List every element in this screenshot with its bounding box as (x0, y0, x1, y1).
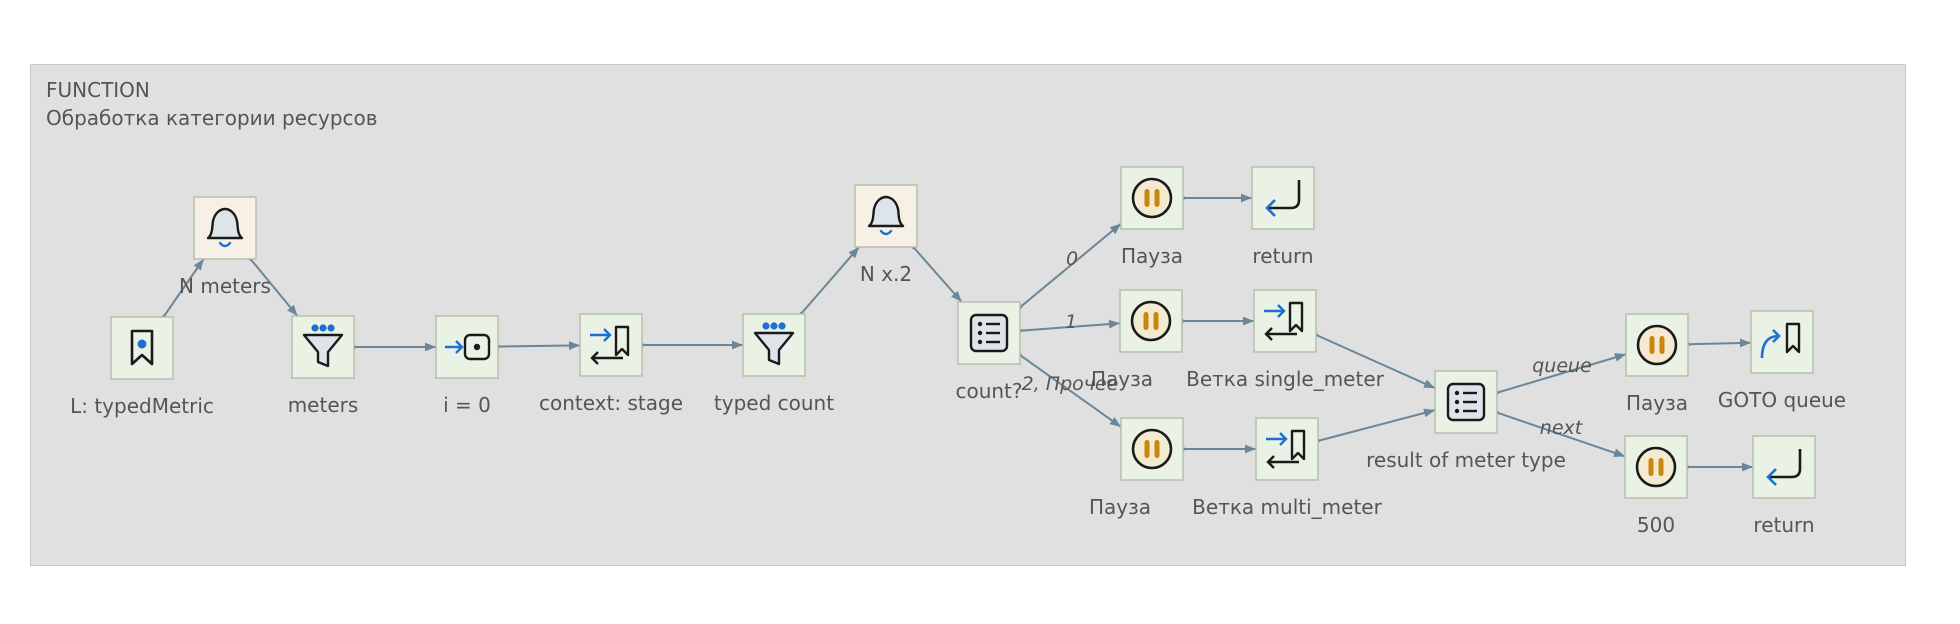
node-box (1752, 435, 1816, 499)
node-p2[interactable]: Пауза (1089, 417, 1184, 519)
node-label: N x.2 (860, 262, 912, 286)
node-nmeters[interactable]: N meters (179, 196, 271, 298)
bookmark-pin-icon (130, 329, 154, 366)
node-label: Пауза (1089, 495, 1151, 519)
edge-count-p1 (1018, 319, 1121, 333)
node-p0[interactable]: Пауза (1120, 166, 1184, 268)
node-label: context: stage (539, 391, 683, 415)
node-nx2[interactable]: N x.2 (854, 184, 918, 286)
switch-bookmark-icon (1264, 301, 1304, 341)
switch-bookmark-icon (590, 325, 630, 365)
edge-nx2-count (910, 244, 963, 303)
return-icon (1766, 449, 1802, 486)
node-label: Ветка multi_meter (1192, 495, 1382, 519)
node-tcount[interactable]: typed count (714, 313, 834, 415)
edge-i0-ctx (496, 341, 581, 350)
node-ret2[interactable]: return (1752, 435, 1816, 537)
node-label: Пауза (1626, 391, 1688, 415)
edge-label: queue (1532, 355, 1592, 377)
node-box (579, 313, 643, 377)
frame-kind: FUNCTION (46, 78, 150, 102)
edge-label: next (1540, 417, 1584, 439)
filter-icon (302, 324, 344, 368)
node-p500[interactable]: 500 (1624, 435, 1688, 537)
edge-count-p2 (1017, 352, 1122, 428)
edge-result-pq (1494, 353, 1627, 395)
pause-icon (1635, 446, 1677, 488)
node-label: count? (955, 379, 1022, 403)
edge-pq-gotoq (1686, 338, 1752, 348)
node-label: Пауза (1121, 244, 1183, 268)
edge-nmeters-meters (248, 256, 299, 317)
node-label: meters (288, 393, 359, 417)
node-label: i = 0 (443, 393, 491, 417)
pause-icon (1130, 300, 1172, 342)
node-ctx[interactable]: context: stage (539, 313, 683, 415)
edge-label: 2, Прочее (1022, 373, 1119, 395)
node-label: typed count (714, 391, 834, 415)
node-label: Пауза (1091, 367, 1153, 391)
node-ret1[interactable]: return (1251, 166, 1315, 268)
pause-icon (1131, 428, 1173, 470)
edge-vsingle-result (1313, 332, 1436, 390)
node-count[interactable]: count? (955, 301, 1023, 403)
assign-icon (445, 333, 491, 361)
node-label: return (1753, 513, 1814, 537)
node-label: GOTO queue (1718, 388, 1846, 412)
filter-icon (753, 322, 795, 366)
node-box (1253, 289, 1317, 353)
node-pq[interactable]: Пауза (1625, 313, 1689, 415)
node-label: L: typedMetric (70, 394, 214, 418)
frame-title: Обработка категории ресурсов (46, 106, 378, 130)
node-box (1255, 417, 1319, 481)
node-gotoq[interactable]: GOTO queue (1718, 310, 1846, 412)
node-label: result of meter type (1366, 448, 1566, 472)
pause-icon (1131, 177, 1173, 219)
node-label: Ветка single_meter (1186, 367, 1385, 391)
bell-icon (206, 207, 244, 248)
node-result[interactable]: result of meter type (1366, 370, 1566, 472)
edge-label: 0 (1066, 248, 1078, 270)
node-p1[interactable]: Пауза (1091, 289, 1183, 391)
edge-tcount-nx2 (798, 246, 860, 317)
return-icon (1265, 180, 1301, 217)
edge-result-p500 (1494, 410, 1626, 458)
node-vmulti[interactable]: Ветка multi_meter (1192, 417, 1383, 519)
bell-icon (867, 195, 905, 236)
edge-label: 1 (1065, 311, 1077, 333)
switch-bookmark-icon (1266, 429, 1306, 469)
node-label: 500 (1637, 513, 1675, 537)
node-bookmark[interactable]: L: typedMetric (70, 316, 214, 418)
edge-bookmark-nmeters (161, 258, 205, 320)
node-i0[interactable]: i = 0 (435, 315, 499, 417)
pause-icon (1636, 324, 1678, 366)
edge-count-p0 (1017, 222, 1122, 310)
node-label: return (1252, 244, 1313, 268)
node-box (1750, 310, 1814, 374)
goto-bookmark-icon (1760, 322, 1801, 359)
list-icon (969, 313, 1009, 353)
node-label: N meters (179, 274, 271, 298)
node-box (1251, 166, 1315, 230)
list-icon (1446, 382, 1486, 422)
node-vsingle[interactable]: Ветка single_meter (1186, 289, 1385, 391)
edge-vmulti-result (1315, 408, 1436, 443)
node-meters[interactable]: meters (288, 315, 359, 417)
